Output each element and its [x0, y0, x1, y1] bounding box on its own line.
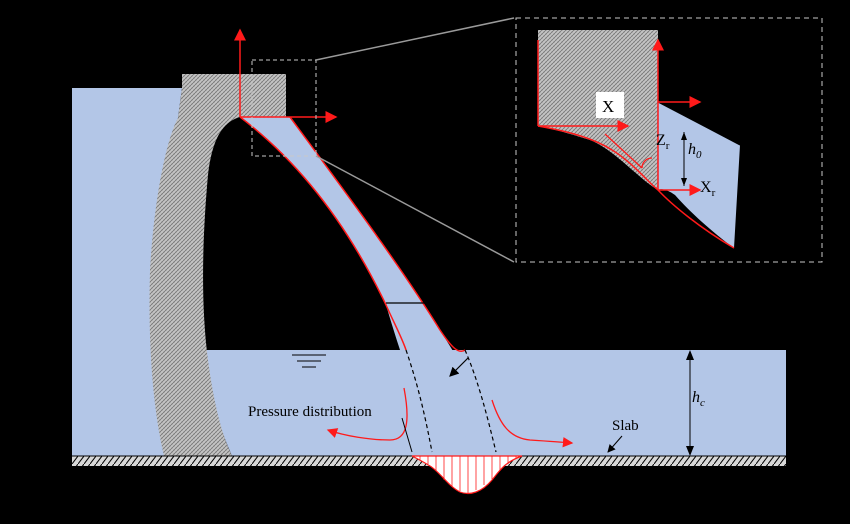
- x-label: X: [602, 97, 614, 116]
- flow-arrow-icon: [380, 221, 401, 233]
- pressure-distribution-curve: [411, 455, 523, 495]
- pressure-distribution-label: Pressure distribution: [248, 404, 372, 420]
- falling-jet: [240, 117, 495, 450]
- jet-in-pool-left: [405, 349, 433, 453]
- xr-label: Xr: [700, 179, 716, 199]
- jet-edge-lower: [239, 116, 407, 351]
- pressure-leader-line: [401, 417, 413, 453]
- zr-label: Zr: [656, 132, 670, 152]
- diffusion-arrow-right: [491, 399, 574, 448]
- water-level-icon: [292, 354, 326, 368]
- slab-label: Slab: [612, 418, 639, 434]
- zoom-connector-top: [315, 17, 515, 61]
- plunge-pool-water: [206, 350, 786, 456]
- dam-body: [149, 74, 286, 456]
- zoom-source-box: [251, 59, 317, 157]
- jet-edge-upper: [289, 116, 466, 352]
- pool-depth-label: hc: [692, 389, 705, 409]
- h0-label: h0: [688, 141, 702, 161]
- zoom-connector-bottom: [315, 155, 515, 263]
- crest-axes: [234, 28, 338, 123]
- flow-arrow-pool-icon: [449, 357, 469, 377]
- diffusion-arrow-left: [326, 387, 408, 441]
- slab-leader-arrow: [607, 435, 623, 453]
- zoom-inset: [515, 17, 823, 263]
- pool-depth-dimension: [686, 350, 694, 456]
- jet-in-pool-right: [464, 349, 497, 453]
